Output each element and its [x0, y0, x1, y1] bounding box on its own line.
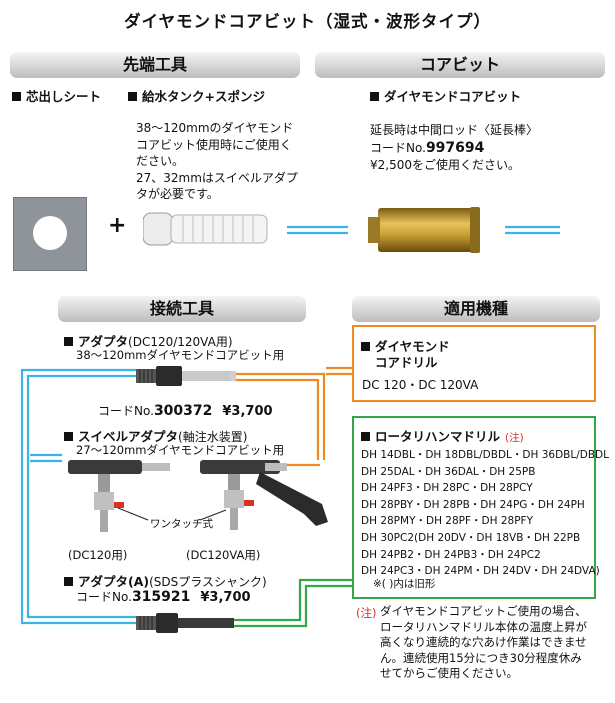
swivel-desc: 27～120mmダイヤモンドコアビット用 [76, 443, 285, 457]
section-header-tip-tools: 先端工具 [10, 52, 300, 78]
tip-description: 38～120mmのダイヤモンド コアビット使用時にご使用く ださい。 27、32… [136, 121, 298, 201]
diamond-core-drill-box [352, 325, 596, 402]
label-dc120va: (DC120VA用) [186, 548, 261, 562]
swivel-title: スイベルアダプタ(軸注水装置) [64, 426, 247, 445]
tip-item-centering-sheet: 芯出しシート [12, 86, 101, 105]
section-header-connection-tools: 接続工具 [58, 296, 306, 322]
corebit-code: コードNo.997694 [370, 140, 485, 156]
tip-item-water-tank: 給水タンク+スポンジ [128, 86, 265, 105]
rotary-hammer-models: DH 14DBL・DH 18DBL/DBDL・DH 36DBL/DBDL DH … [361, 449, 609, 578]
adapter1-title: アダプタ(DC120/120VA用) [64, 331, 233, 350]
bullet-square-icon [370, 92, 379, 101]
adapterA-title: アダプタ(A)(SDSプラスシャンク) [64, 571, 267, 590]
adapterA-code: コードNo.315921¥3,700 [76, 589, 251, 605]
centering-sheet-image [12, 196, 88, 272]
footnote-mark: (注) [356, 606, 377, 620]
diamond-drill-title: ダイヤモンド [361, 336, 450, 355]
adapter1-code: コードNo.300372¥3,700 [98, 403, 273, 419]
old-model-note: ※( )内は旧形 [373, 578, 436, 590]
corebit-item: ダイヤモンドコアビット [370, 86, 521, 105]
diamond-drill-title-line2: コアドリル [375, 355, 438, 370]
adapterA-image [136, 610, 236, 636]
swivel-adapter-image [60, 456, 340, 538]
one-touch-label: ワンタッチ式 [150, 518, 213, 530]
rotary-hammer-title: ロータリハンマドリル(注) [361, 426, 524, 445]
bullet-square-icon [361, 342, 370, 351]
bullet-square-icon [12, 92, 21, 101]
diamond-core-bit-image [348, 205, 508, 255]
bullet-square-icon [64, 432, 73, 441]
section-header-core-bit: コアビット [315, 52, 605, 78]
bullet-square-icon [128, 92, 137, 101]
rotary-hammer-box [352, 416, 596, 599]
bullet-square-icon [64, 337, 73, 346]
bullet-square-icon [361, 432, 370, 441]
plus-sign: + [108, 213, 127, 238]
adapter1-image [136, 362, 239, 390]
bullet-square-icon [64, 577, 73, 586]
corebit-extension-note: 延長時は中間ロッド〈延長棒〉 [370, 123, 539, 137]
adapter1-desc: 38～120mmダイヤモンドコアビット用 [76, 348, 285, 362]
diamond-drill-models: DC 120・DC 120VA [362, 378, 479, 392]
footnote-text: ダイヤモンドコアビットご使用の場合、 ロータリハンマドリル本体の温度上昇が 高く… [380, 604, 587, 681]
section-header-applicable-models: 適用機種 [352, 296, 600, 322]
page-title: ダイヤモンドコアビット（湿式・波形タイプ） [123, 12, 491, 31]
water-tank-sponge-image [142, 211, 273, 247]
label-dc120: (DC120用) [68, 548, 128, 562]
corebit-price-note: ¥2,500をご使用ください。 [370, 158, 520, 172]
